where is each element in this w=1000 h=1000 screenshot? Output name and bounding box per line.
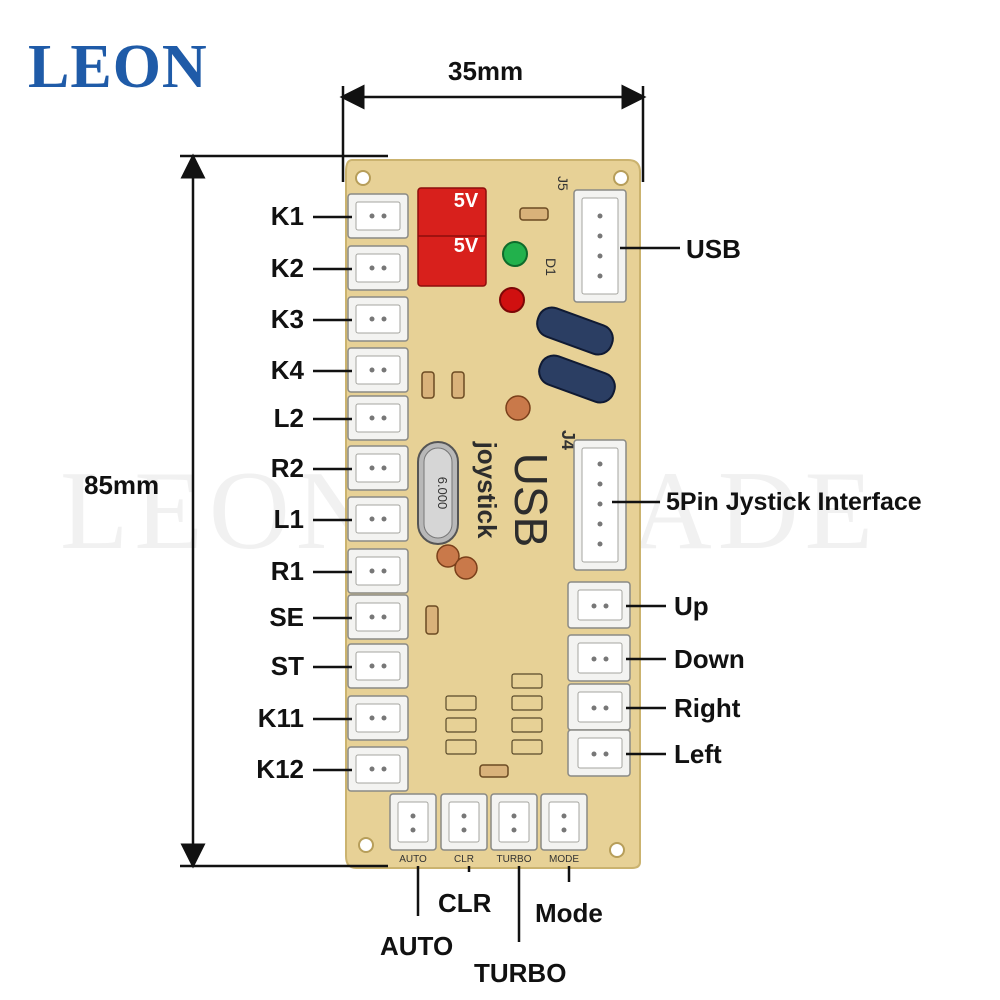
power-label-top: 5V	[454, 190, 479, 212]
red-led	[499, 287, 525, 313]
ceramic-capacitor	[505, 395, 531, 421]
ceramic-capacitor	[454, 556, 478, 580]
label-clr: CLR	[438, 888, 492, 918]
joystick-interface-label: 5Pin Jystick Interface	[666, 488, 922, 516]
label-left: Left	[674, 739, 722, 769]
label-mode: Mode	[535, 898, 603, 928]
label-k11: K11	[257, 703, 304, 733]
label-k1: K1	[270, 201, 304, 231]
connector-st	[347, 643, 409, 689]
silk-d1: D1	[543, 258, 559, 276]
silk-turbo: TURBO	[497, 854, 532, 865]
label-auto: AUTO	[380, 931, 454, 961]
usb-label: USB	[686, 234, 741, 264]
silk-title: USB	[505, 453, 557, 548]
mounting-hole	[358, 837, 374, 853]
label-k4: K4	[270, 355, 304, 385]
resistor	[479, 764, 509, 778]
label-down: Down	[674, 644, 745, 674]
connector-r1	[347, 548, 409, 594]
connector-down	[567, 634, 631, 682]
label-l1: L1	[273, 504, 304, 534]
connector-l2	[347, 395, 409, 441]
resistor	[425, 605, 439, 635]
ceramic-capacitor	[436, 544, 460, 568]
connector-turbo	[490, 793, 538, 851]
label-k2: K2	[270, 253, 304, 283]
label-right: Right	[674, 693, 741, 723]
silk-clr: CLR	[454, 854, 474, 865]
label-turbo: TURBO	[474, 958, 567, 988]
resistor	[421, 371, 435, 399]
mounting-hole	[355, 170, 371, 186]
label-r2: R2	[270, 453, 304, 483]
connector-left	[567, 729, 631, 777]
connector-mode	[540, 793, 588, 851]
mounting-hole	[609, 842, 625, 858]
silk-subtitle: joystick	[472, 441, 502, 539]
connector-k2	[347, 245, 409, 291]
resistor-array	[445, 673, 543, 755]
mounting-hole	[613, 170, 629, 186]
capacitor	[536, 306, 614, 356]
connector-joystick	[573, 439, 627, 571]
silk-j5: J5	[555, 176, 571, 191]
resistor	[451, 371, 465, 399]
connector-k1	[347, 193, 409, 239]
crystal-label: 6.000	[435, 477, 450, 510]
connector-usb	[573, 189, 627, 303]
power-header-block	[417, 187, 487, 287]
height-dimension-label: 85mm	[84, 470, 160, 500]
label-st: ST	[270, 651, 304, 681]
connector-k12	[347, 746, 409, 792]
label-l2: L2	[273, 403, 304, 433]
crystal-oscillator-inner	[423, 447, 453, 539]
resistor	[519, 207, 549, 221]
label-r1: R1	[270, 556, 304, 586]
connector-clr	[440, 793, 488, 851]
connector-k3	[347, 296, 409, 342]
connector-se	[347, 594, 409, 640]
label-k12: K12	[256, 754, 304, 784]
connector-right	[567, 683, 631, 731]
brand-logo: LEON	[28, 33, 208, 101]
green-led	[502, 241, 528, 267]
connector-k11	[347, 695, 409, 741]
silk-auto: AUTO	[399, 854, 427, 865]
connector-up	[567, 581, 631, 629]
connector-r2	[347, 445, 409, 491]
silk-j4: J4	[558, 430, 578, 450]
label-k3: K3	[270, 304, 304, 334]
power-label-bottom: 5V	[454, 235, 479, 257]
label-up: Up	[674, 591, 709, 621]
width-dimension-label: 35mm	[448, 56, 524, 86]
connector-l1	[347, 496, 409, 542]
connector-auto	[389, 793, 437, 851]
label-se: SE	[269, 602, 304, 632]
connector-k4	[347, 347, 409, 393]
capacitor	[538, 354, 616, 404]
silk-mode: MODE	[549, 854, 579, 865]
